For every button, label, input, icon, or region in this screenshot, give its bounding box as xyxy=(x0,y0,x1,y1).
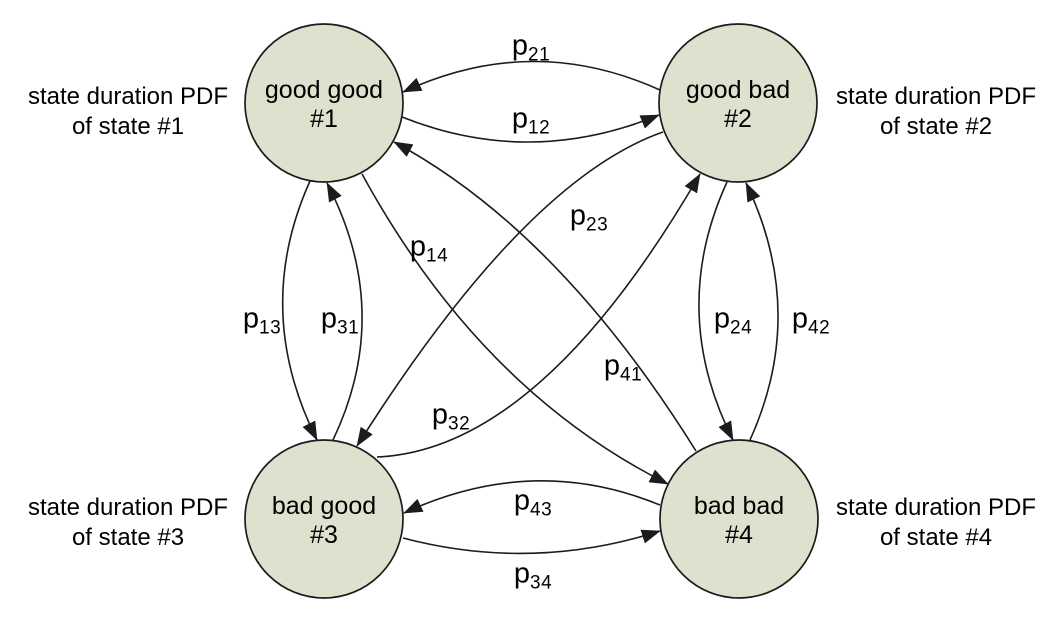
node-name: bad bad xyxy=(693,492,785,520)
duration-label-line2: of state #1 xyxy=(71,113,185,140)
state-node-4 xyxy=(659,439,819,599)
transition-label-base: p xyxy=(569,199,586,232)
transition-label-p14: p14 xyxy=(410,231,448,268)
node-number: #2 xyxy=(724,105,752,133)
transition-label-sub: 42 xyxy=(808,317,831,339)
duration-pdf-label-2: state duration PDF of state #2 xyxy=(836,82,1036,142)
duration-label-line1: state duration PDF xyxy=(835,494,1037,521)
transition-label-p23: p23 xyxy=(570,200,608,237)
state-node-2 xyxy=(658,23,818,183)
node-name: good good xyxy=(264,76,384,104)
transition-label-sub: 34 xyxy=(530,572,553,594)
transition-arrow-p34 xyxy=(402,529,661,555)
duration-label-line1: state duration PDF xyxy=(27,494,229,521)
transition-label-base: p xyxy=(603,349,620,382)
duration-label-line2: of state #4 xyxy=(879,524,993,551)
transition-arrow-p41 xyxy=(393,141,697,452)
transition-label-sub: 41 xyxy=(620,364,643,386)
transition-arrow-p21 xyxy=(402,60,661,93)
transition-label-base: p xyxy=(511,102,528,135)
node-number: #1 xyxy=(310,105,338,133)
node-label-4: bad bad #4 xyxy=(694,492,784,550)
transition-label-sub: 14 xyxy=(426,245,449,267)
transition-arrow-p24 xyxy=(698,181,734,441)
transition-arrow-p14 xyxy=(361,173,669,485)
transition-label-base: p xyxy=(513,484,530,517)
state-node-1 xyxy=(244,23,404,183)
duration-label-line2: of state #2 xyxy=(879,113,993,140)
node-label-2: good bad #2 xyxy=(686,76,790,134)
transition-label-sub: 21 xyxy=(528,44,551,66)
transition-label-p21: p21 xyxy=(512,30,550,67)
node-number: #3 xyxy=(310,521,338,549)
duration-label-line2: of state #3 xyxy=(71,524,185,551)
transition-arrow-p23 xyxy=(356,131,664,447)
transition-arrow-p42 xyxy=(745,182,779,441)
transition-arrow-p12 xyxy=(401,114,660,143)
transition-label-p34: p34 xyxy=(514,558,552,595)
node-number: #4 xyxy=(725,521,753,549)
transition-label-p12: p12 xyxy=(512,103,550,140)
transition-label-sub: 13 xyxy=(259,317,282,339)
node-name: good bad xyxy=(685,76,791,104)
transition-arrow-p43 xyxy=(403,480,661,514)
duration-label-line1: state duration PDF xyxy=(835,83,1037,110)
transition-label-base: p xyxy=(409,230,426,263)
transition-label-base: p xyxy=(431,398,448,431)
transition-label-p32: p32 xyxy=(432,399,470,436)
state-node-3 xyxy=(244,439,404,599)
transition-label-sub: 24 xyxy=(730,317,753,339)
transition-label-base: p xyxy=(513,557,530,590)
transition-label-sub: 23 xyxy=(586,214,609,236)
duration-pdf-label-1: state duration PDF of state #1 xyxy=(28,82,228,142)
transition-label-p41: p41 xyxy=(604,350,642,387)
transition-label-base: p xyxy=(713,302,730,335)
transition-arrow-p32 xyxy=(376,173,701,458)
node-label-3: bad good #3 xyxy=(272,492,376,550)
node-name: bad good xyxy=(271,492,377,520)
transition-label-base: p xyxy=(511,29,528,62)
duration-pdf-label-3: state duration PDF of state #3 xyxy=(28,493,228,553)
transition-label-p43: p43 xyxy=(514,485,552,522)
transition-label-base: p xyxy=(320,302,337,335)
transition-arrow-p13 xyxy=(281,180,318,441)
transition-label-base: p xyxy=(242,302,259,335)
node-label-1: good good #1 xyxy=(265,76,383,134)
transition-label-sub: 32 xyxy=(448,413,471,435)
transition-label-p31: p31 xyxy=(321,303,359,340)
transition-label-p24: p24 xyxy=(714,303,752,340)
transition-label-base: p xyxy=(791,302,808,335)
duration-label-line1: state duration PDF xyxy=(27,83,229,110)
transition-label-p13: p13 xyxy=(243,303,281,340)
transition-label-sub: 31 xyxy=(337,317,360,339)
transition-label-sub: 12 xyxy=(528,117,551,139)
duration-pdf-label-4: state duration PDF of state #4 xyxy=(836,493,1036,553)
transition-arrow-p31 xyxy=(326,182,363,441)
transition-label-sub: 43 xyxy=(530,499,553,521)
transition-label-p42: p42 xyxy=(792,303,830,340)
